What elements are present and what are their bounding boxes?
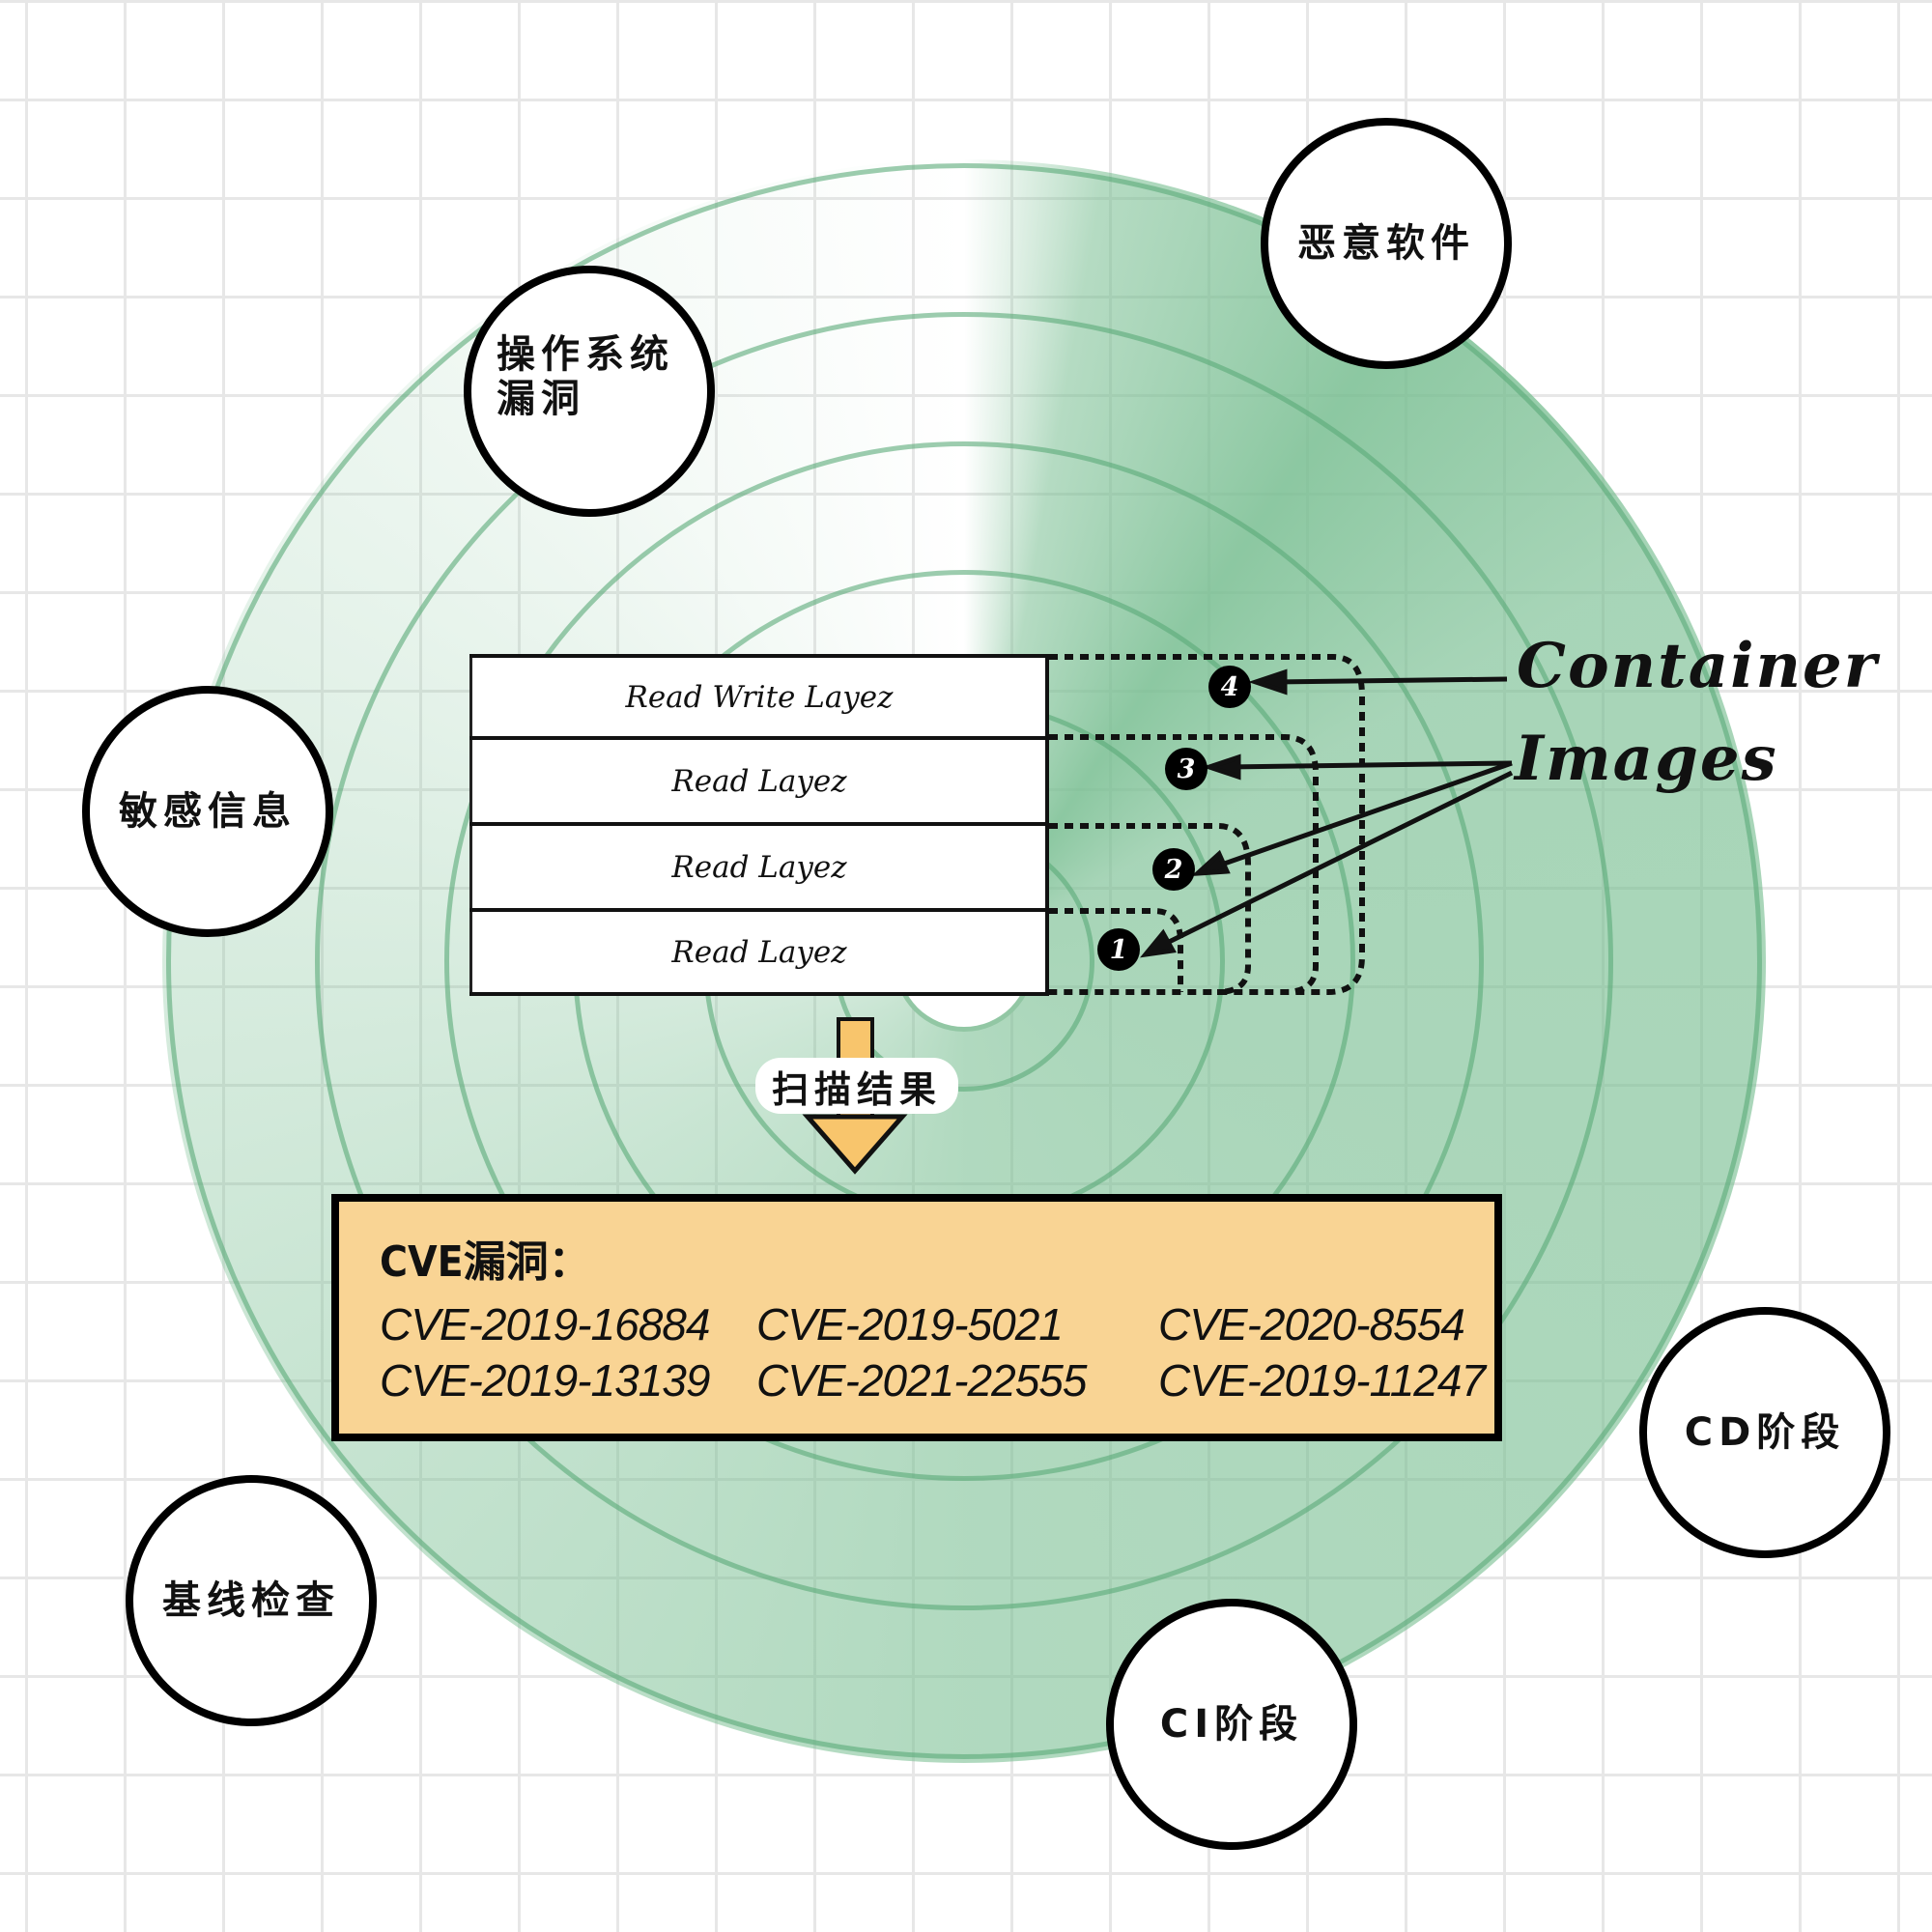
- layer-badge-2: 2: [1152, 848, 1195, 891]
- topic-sensitive-info: 敏感信息: [82, 686, 333, 937]
- radar-ring-3: [444, 441, 1484, 1481]
- badge-number: 1: [1109, 934, 1128, 965]
- badge-number: 2: [1164, 854, 1183, 885]
- cve-item: CVE-2019-5021: [756, 1299, 1064, 1350]
- topic-label: 敏感信息: [119, 789, 297, 834]
- layer-row-read: Read Layez: [469, 908, 1049, 992]
- topic-ci-stage: CI阶段: [1106, 1599, 1357, 1850]
- layer-label: Read Write Layez: [625, 679, 894, 715]
- scan-arrow-head: [802, 1114, 908, 1175]
- image-layer-stack: Read Write Layez Read Layez Read Layez R…: [469, 654, 1049, 996]
- images-arrow-line-2: [1212, 760, 1513, 870]
- cve-item: CVE-2019-16884: [380, 1299, 710, 1350]
- topic-label-line: 操作系统: [497, 332, 674, 377]
- images-arrow-head-2: [1191, 849, 1231, 876]
- scan-result-label: 扫描结果: [755, 1058, 958, 1114]
- images-arrow-head-1: [1140, 928, 1177, 958]
- image-1-outline: [1049, 908, 1183, 992]
- topic-os-vulnerabilities: 操作系统 漏洞: [464, 266, 715, 517]
- layer-badge-3: 3: [1165, 748, 1208, 790]
- topic-label: CI阶段: [1159, 1702, 1304, 1747]
- layer-row-read-write: Read Write Layez: [469, 654, 1049, 736]
- topic-label: 基线检查: [162, 1578, 340, 1623]
- topic-cd-stage: CD阶段: [1639, 1307, 1890, 1558]
- images-label: Images: [1515, 723, 1778, 795]
- layer-stack-right-border: [1045, 654, 1049, 992]
- container-arrow-line: [1272, 676, 1508, 685]
- cve-panel: CVE漏洞： CVE-2019-16884 CVE-2019-5021 CVE-…: [331, 1194, 1502, 1441]
- images-arrow-line-3: [1224, 760, 1513, 770]
- cve-item: CVE-2020-8554: [1158, 1299, 1465, 1350]
- topic-label: CD阶段: [1684, 1410, 1846, 1455]
- images-arrow-head-3: [1202, 753, 1241, 781]
- topic-label: 恶意软件: [1297, 221, 1475, 266]
- layer-row-read: Read Layez: [469, 822, 1049, 908]
- topic-label-line: 漏洞: [497, 377, 585, 421]
- topic-malware: 恶意软件: [1261, 118, 1512, 369]
- badge-number: 4: [1220, 671, 1239, 702]
- cve-item: CVE-2019-13139: [380, 1355, 710, 1406]
- image-3-outline: [1049, 734, 1319, 995]
- layer-label: Read Layez: [671, 849, 847, 885]
- container-label: Container: [1517, 630, 1879, 702]
- topic-baseline-check: 基线检查: [126, 1475, 377, 1726]
- layer-label: Read Layez: [671, 934, 847, 970]
- cve-item: CVE-2019-11247: [1158, 1355, 1486, 1406]
- layer-row-read: Read Layez: [469, 736, 1049, 822]
- image-2-outline: [1049, 823, 1251, 995]
- images-arrow-line-1: [1157, 770, 1514, 950]
- badge-number: 3: [1177, 753, 1196, 784]
- container-arrow-head: [1248, 668, 1288, 696]
- cve-panel-title: CVE漏洞：: [380, 1237, 591, 1287]
- cve-item: CVE-2021-22555: [756, 1355, 1087, 1406]
- layer-label: Read Layez: [671, 763, 847, 799]
- radar-ring-4: [315, 312, 1613, 1610]
- layer-badge-4: 4: [1208, 666, 1251, 708]
- radar-ring-5: [166, 163, 1762, 1759]
- container-outline: [1049, 654, 1365, 995]
- layer-badge-1: 1: [1097, 928, 1140, 971]
- layer-stack-bottom-border: [469, 992, 1049, 996]
